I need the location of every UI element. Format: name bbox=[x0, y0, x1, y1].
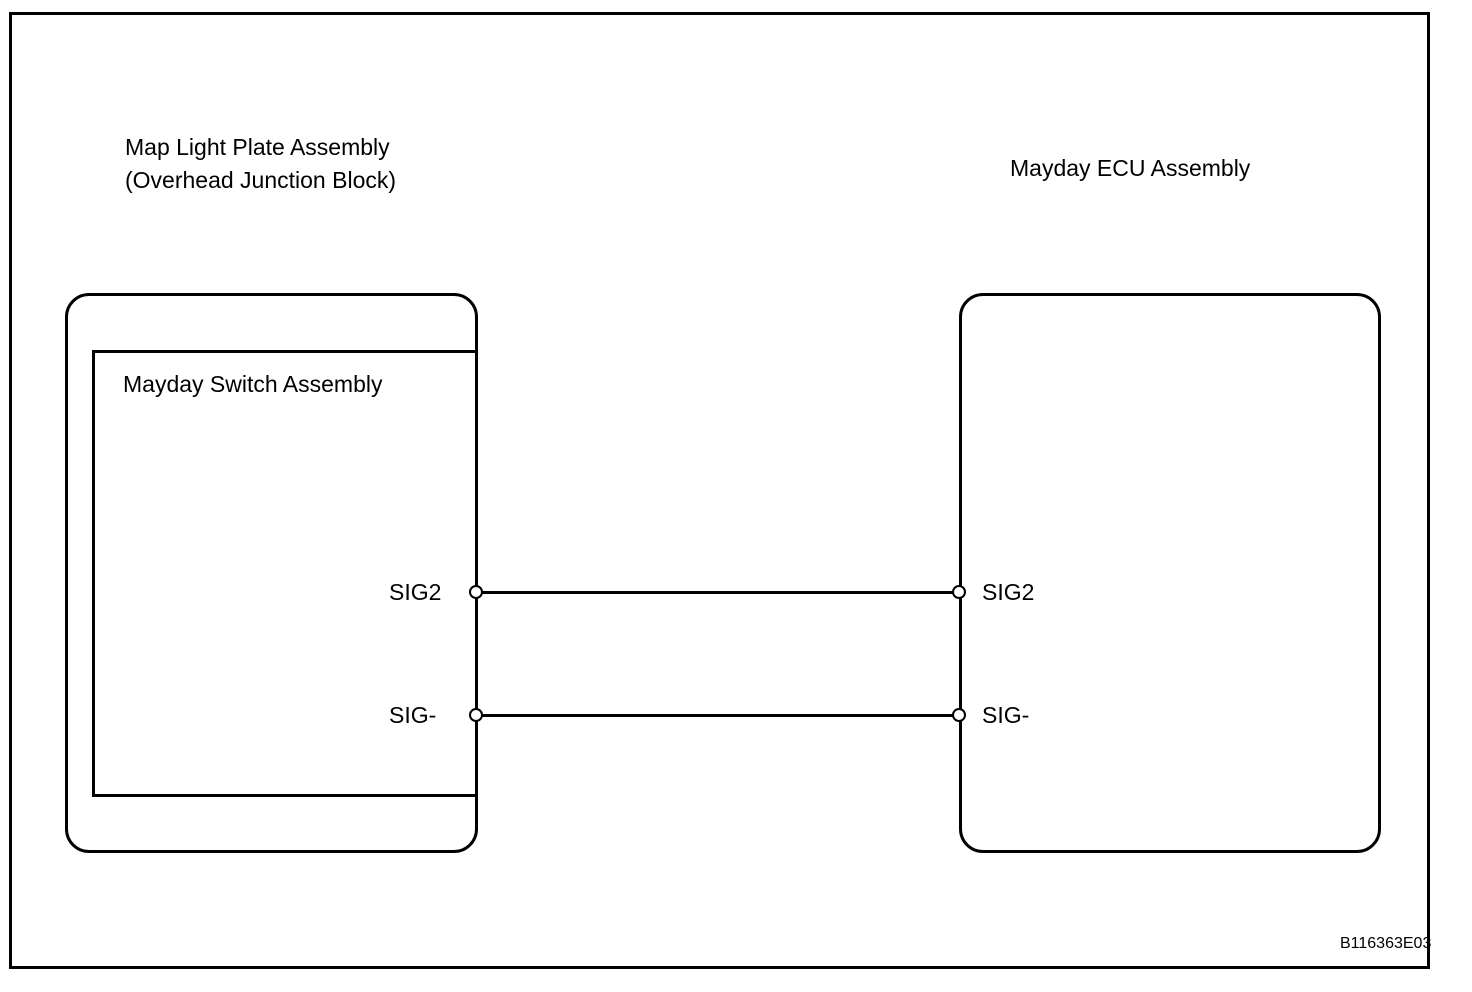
left-component-title: Map Light Plate Assembly (Overhead Junct… bbox=[125, 131, 396, 197]
left-component-title-line1: Map Light Plate Assembly bbox=[125, 134, 390, 160]
switch-assembly-label: Mayday Switch Assembly bbox=[123, 371, 383, 397]
figure-border bbox=[9, 12, 1430, 969]
right-sig2-terminal-icon bbox=[952, 585, 966, 599]
right-component-title: Mayday ECU Assembly bbox=[1010, 155, 1251, 181]
right-sig-minus-terminal-icon bbox=[952, 708, 966, 722]
wire-sig-minus bbox=[477, 714, 960, 717]
right-pin-label-sig-minus: SIG- bbox=[982, 702, 1030, 728]
left-component-title-line2: (Overhead Junction Block) bbox=[125, 167, 397, 193]
right-component-box bbox=[959, 293, 1381, 853]
left-pin-label-sig2: SIG2 bbox=[389, 579, 442, 605]
wire-sig2 bbox=[477, 591, 960, 594]
left-pin-label-sig-minus: SIG- bbox=[389, 702, 437, 728]
left-sig-minus-terminal-icon bbox=[469, 708, 483, 722]
left-sig2-terminal-icon bbox=[469, 585, 483, 599]
switch-assembly-box bbox=[92, 350, 478, 797]
right-pin-label-sig2: SIG2 bbox=[982, 579, 1035, 605]
figure-code: B116363E03 bbox=[1340, 935, 1432, 952]
